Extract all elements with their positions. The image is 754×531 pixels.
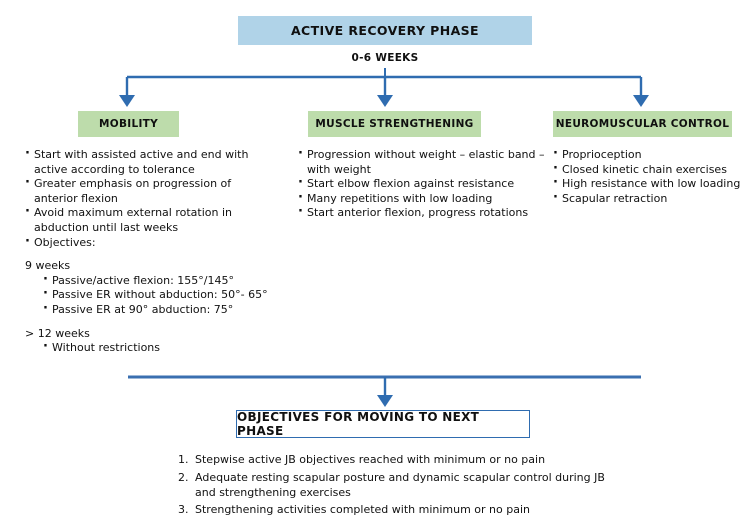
column-body-mobility: Start with assisted active and end with … (25, 146, 275, 356)
category-box-mobility: MOBILITY (78, 111, 179, 137)
list-item: Without restrictions (43, 339, 275, 356)
bullet-list-neuromuscular-control: Proprioception Closed kinetic chain exer… (553, 146, 753, 207)
category-label-muscle-strengthening: MUSCLE STRENGTHENING (315, 118, 474, 130)
subsection-heading-9-weeks: 9 weeks (25, 259, 71, 273)
list-item: Start with assisted active and end with … (25, 146, 275, 177)
list-item: Avoid maximum external rotation in abduc… (25, 204, 275, 235)
list-item: Start anterior flexion, progress rotatio… (298, 204, 558, 221)
phase-header-box: ACTIVE RECOVERY PHASE (238, 16, 532, 45)
bullet-list-muscle-strengthening: Progression without weight – elastic ban… (298, 146, 558, 221)
bullet-list-9-weeks: Passive/active flexion: 155°/145° Passiv… (25, 272, 275, 318)
list-item-number: 2. (178, 470, 189, 484)
bullet-list-12-weeks: Without restrictions (25, 339, 275, 356)
objectives-criteria-list: 1. Stepwise active JB objectives reached… (178, 453, 608, 521)
list-item: Progression without weight – elastic ban… (298, 146, 558, 177)
list-item: Start elbow flexion against resistance (298, 175, 558, 192)
list-item-text: Strengthening activities completed with … (195, 503, 531, 517)
list-item: Passive/active flexion: 155°/145° (43, 272, 275, 289)
list-item: Many repetitions with low loading (298, 190, 558, 207)
list-item: Passive ER at 90° abduction: 75° (43, 301, 275, 318)
list-item: Objectives: (25, 234, 275, 251)
objectives-box: OBJECTIVES FOR MOVING TO NEXT PHASE (236, 410, 530, 438)
phase-header-label: ACTIVE RECOVERY PHASE (290, 23, 479, 38)
list-item: Scapular retraction (553, 190, 753, 207)
list-item: 2. Adequate resting scapular posture and… (178, 471, 608, 501)
category-label-mobility: MOBILITY (98, 118, 159, 130)
category-box-muscle-strengthening: MUSCLE STRENGTHENING (308, 111, 481, 137)
list-item-text: Stepwise active JB objectives reached wi… (195, 453, 546, 466)
list-item: Closed kinetic chain exercises (553, 161, 753, 178)
list-item: 3. Strengthening activities completed wi… (178, 503, 608, 518)
column-body-neuromuscular-control: Proprioception Closed kinetic chain exer… (553, 146, 753, 207)
bullet-list-mobility: Start with assisted active and end with … (25, 146, 275, 251)
column-body-muscle-strengthening: Progression without weight – elastic ban… (298, 146, 558, 221)
objectives-box-label: OBJECTIVES FOR MOVING TO NEXT PHASE (237, 410, 480, 438)
list-item-number: 3. (178, 503, 189, 517)
numbered-list: 1. Stepwise active JB objectives reached… (178, 453, 608, 518)
list-item: Proprioception (553, 146, 753, 163)
category-box-neuromuscular-control: NEUROMUSCULAR CONTROL (553, 111, 732, 137)
list-item-text: Adequate resting scapular posture and dy… (195, 470, 605, 499)
list-item: Greater emphasis on progression of anter… (25, 175, 275, 206)
list-item: Passive ER without abduction: 50°- 65° (43, 286, 275, 303)
list-item-number: 1. (178, 453, 189, 466)
list-item: 1. Stepwise active JB objectives reached… (178, 453, 608, 468)
list-item: High resistance with low loading (553, 175, 753, 192)
category-label-neuromuscular-control: NEUROMUSCULAR CONTROL (555, 118, 730, 130)
subsection-heading-12-weeks: > 12 weeks (25, 326, 90, 340)
phase-timeframe-label: 0-6 WEEKS (351, 52, 419, 64)
